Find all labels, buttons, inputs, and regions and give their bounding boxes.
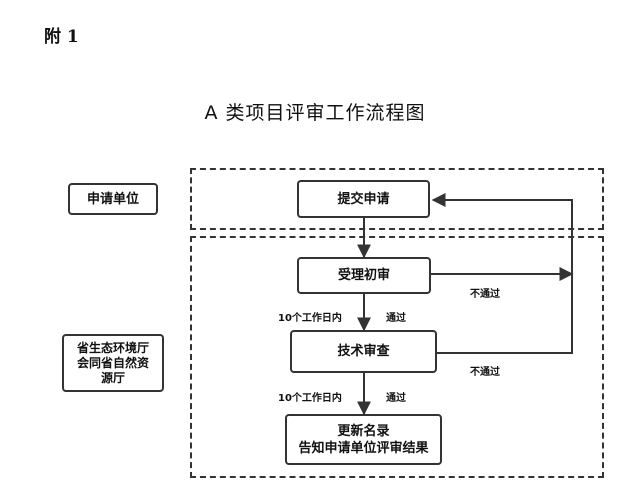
node-review-label: 技术审查 [337, 344, 390, 359]
flowchart-title: A 类项目评审工作流程图 [204, 102, 426, 124]
lane-label-department-line1: 省生态环境厅 [76, 340, 149, 355]
lane-label-department: 省生态环境厅 会同省自然资 源厅 [62, 334, 164, 392]
label-days-2: 10个工作日内 [278, 393, 342, 404]
label-days-1: 10个工作日内 [278, 313, 342, 324]
lane-label-applicant-text: 申请单位 [86, 191, 139, 207]
applicant-region [190, 168, 604, 230]
node-result-line2: 告知申请单位评审结果 [298, 440, 429, 456]
label-pass-2: 通过 [386, 393, 406, 404]
appendix-number: 附 1 [44, 27, 79, 47]
lane-label-applicant: 申请单位 [68, 183, 158, 215]
node-submit-application: 提交申请 [297, 180, 430, 218]
lane-label-department-line2: 会同省自然资 [76, 355, 149, 370]
node-result: 更新名录 告知申请单位评审结果 [285, 414, 442, 465]
label-pass-1: 通过 [386, 313, 406, 324]
label-fail-1: 不通过 [470, 289, 500, 300]
node-technical-review: 技术审查 [290, 330, 437, 373]
lane-label-department-line3: 源厅 [100, 370, 125, 385]
node-submit-label: 提交申请 [337, 191, 390, 207]
node-accept-label: 受理初审 [337, 268, 390, 283]
label-fail-2: 不通过 [470, 367, 500, 378]
line-review-fail [431, 193, 573, 354]
node-accept-preliminary-review: 受理初审 [297, 257, 431, 294]
department-region [190, 236, 604, 478]
node-result-line1: 更新名录 [337, 423, 390, 439]
